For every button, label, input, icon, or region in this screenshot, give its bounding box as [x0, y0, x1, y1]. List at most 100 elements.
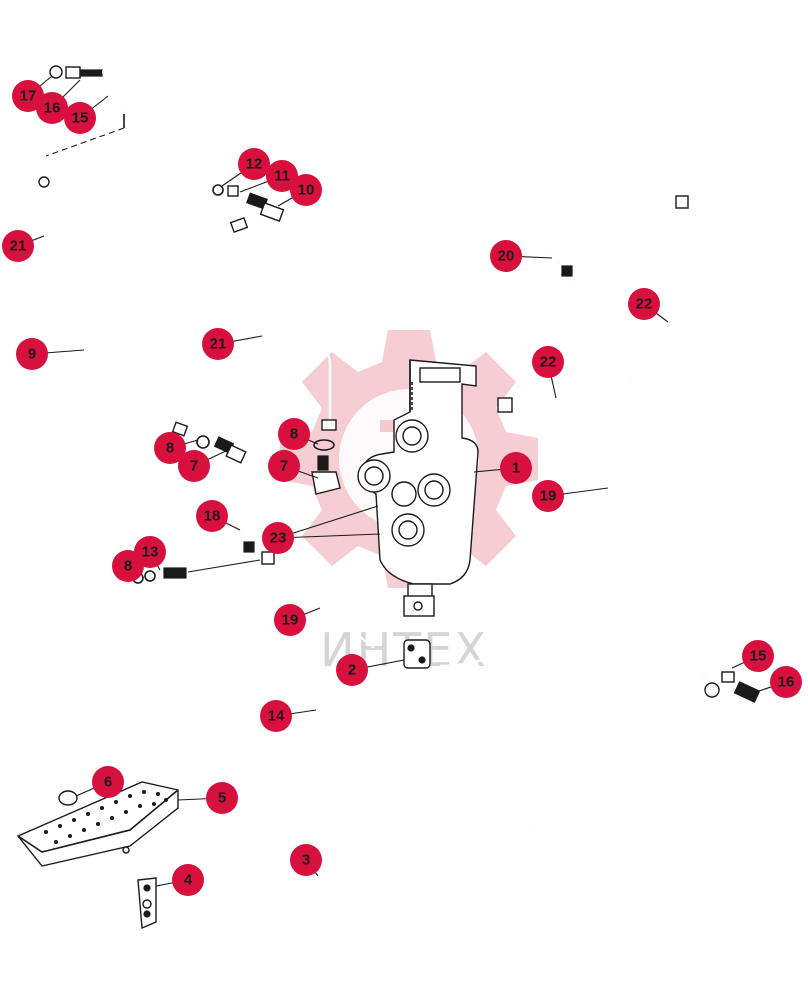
callout-c15b: 15	[742, 640, 774, 672]
callout-bubble	[490, 240, 522, 272]
callout-bubble	[112, 550, 144, 582]
callout-label-23: 23	[270, 530, 287, 547]
callout-c23: 23	[262, 522, 294, 554]
callout-c20: 20	[490, 240, 522, 272]
control-valve-body	[357, 359, 479, 617]
callout-label-16: 16	[44, 100, 61, 117]
callout-c17: 17	[12, 80, 44, 112]
callout-label-13: 13	[142, 544, 159, 561]
bracket-4	[137, 877, 157, 930]
callout-bubble	[500, 452, 532, 484]
callout-label-15: 15	[72, 110, 89, 127]
step-plate-5	[16, 781, 179, 867]
callout-label-8: 8	[166, 440, 174, 457]
callout-bubble	[278, 418, 310, 450]
callout-label-12: 12	[246, 156, 263, 173]
callout-c4: 4	[172, 864, 204, 896]
callout-bubble	[2, 230, 34, 262]
rod-3	[158, 822, 534, 939]
callout-bubble	[268, 450, 300, 482]
callout-label-6: 6	[104, 774, 112, 791]
callout-bubble	[64, 102, 96, 134]
callout-label-4: 4	[184, 872, 193, 889]
callout-label-14: 14	[268, 708, 285, 725]
callout-bubble	[770, 666, 802, 698]
callout-label-15: 15	[750, 648, 767, 665]
pipe-19-center	[271, 565, 375, 649]
callout-bubble	[202, 328, 234, 360]
callout-label-19: 19	[540, 488, 557, 505]
callout-label-8: 8	[124, 558, 132, 575]
callout-bubble	[290, 174, 322, 206]
callout-bubble	[196, 500, 228, 532]
fittings-10-11-12	[212, 184, 285, 222]
callout-bubble	[178, 450, 210, 482]
callout-label-17: 17	[20, 88, 37, 105]
fittings-18-23	[237, 522, 275, 565]
callout-c19a: 19	[532, 480, 564, 512]
callout-label-21: 21	[10, 238, 27, 255]
callout-label-9: 9	[28, 346, 36, 363]
callout-bubble	[238, 148, 270, 180]
callout-c8c: 8	[112, 550, 144, 582]
pipe-19-right	[439, 241, 616, 668]
callout-bubble	[274, 604, 306, 636]
pipe-22-right	[628, 195, 689, 381]
callout-bubble	[36, 92, 68, 124]
callout-bubble	[172, 864, 204, 896]
callout-label-19: 19	[282, 612, 299, 629]
callout-label-18: 18	[204, 508, 221, 525]
top-left-fitting-assembly	[45, 65, 127, 157]
callout-c15a: 15	[64, 102, 96, 134]
callout-c22b: 22	[532, 346, 564, 378]
callout-bubble	[266, 160, 298, 192]
callout-c1: 1	[500, 452, 532, 484]
callout-c7b: 7	[268, 450, 300, 482]
callout-label-7: 7	[280, 458, 288, 475]
callout-bubble	[628, 288, 660, 320]
callout-label-1: 1	[512, 460, 520, 477]
callout-bubble	[154, 432, 186, 464]
callout-c7a: 7	[178, 450, 210, 482]
rod-22	[497, 392, 607, 413]
callout-c19b: 19	[274, 604, 306, 636]
callout-c6: 6	[92, 766, 124, 798]
callout-c21a: 21	[2, 230, 34, 262]
callout-label-2: 2	[348, 662, 356, 679]
callout-label-11: 11	[274, 168, 290, 185]
callout-label-8: 8	[290, 426, 298, 443]
callout-c2: 2	[336, 654, 368, 686]
callout-c12: 12	[238, 148, 270, 180]
callout-bubble	[532, 346, 564, 378]
callout-c16a: 16	[36, 92, 68, 124]
callout-c9: 9	[16, 338, 48, 370]
callout-c3: 3	[290, 844, 322, 876]
fittings-8-13	[132, 559, 261, 584]
callout-bubble	[12, 80, 44, 112]
callout-label-16: 16	[778, 674, 795, 691]
callout-bubble	[16, 338, 48, 370]
callout-c10: 10	[290, 174, 322, 206]
pipe-9	[82, 217, 249, 437]
callout-bubble	[290, 844, 322, 876]
callout-bubble	[260, 700, 292, 732]
callout-label-5: 5	[218, 790, 226, 807]
callout-c14: 14	[260, 700, 292, 732]
callout-c8b: 8	[278, 418, 310, 450]
callout-bubble	[206, 782, 238, 814]
pipe-14	[104, 582, 720, 780]
callout-bubble	[532, 480, 564, 512]
callout-c11: 11	[266, 160, 298, 192]
callout-c18: 18	[196, 500, 228, 532]
callout-c8a: 8	[154, 432, 186, 464]
callout-bubble	[336, 654, 368, 686]
callout-c21b: 21	[202, 328, 234, 360]
callout-c22a: 22	[628, 288, 660, 320]
fittings-15-16-right	[702, 663, 761, 703]
callout-bubble	[92, 766, 124, 798]
callout-bubble	[262, 522, 294, 554]
callout-label-7: 7	[190, 458, 198, 475]
callout-c16b: 16	[770, 666, 802, 698]
